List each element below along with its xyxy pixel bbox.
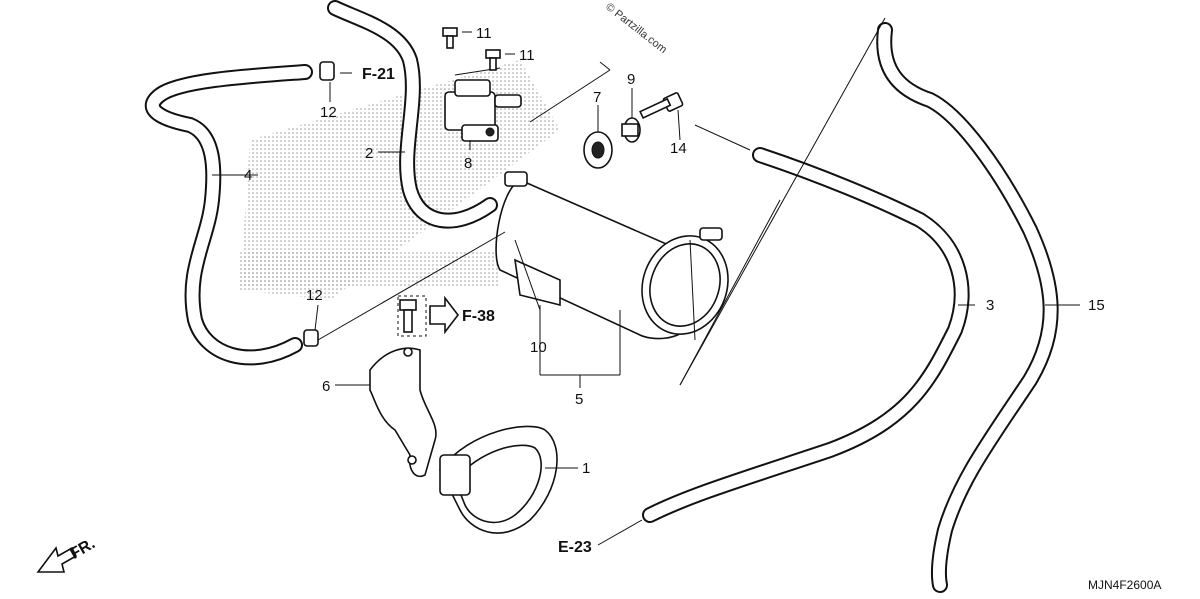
- bolt-11-lower[interactable]: [485, 49, 501, 71]
- callout-5[interactable]: 5: [575, 391, 583, 408]
- collar-9[interactable]: [621, 117, 641, 143]
- clamp-12-upper[interactable]: [319, 61, 335, 81]
- callout-10[interactable]: 10: [530, 339, 547, 356]
- front-arrow-icon: [36, 546, 78, 573]
- watermark-text: © Partzilla.com: [603, 1, 669, 56]
- ref-f21[interactable]: F-21: [362, 66, 395, 83]
- diagram-code: MJN4F2600A: [1088, 578, 1161, 592]
- hose-15[interactable]: [876, 22, 1059, 593]
- callout-11-upper[interactable]: 11: [476, 25, 492, 42]
- callout-12-lower[interactable]: 12: [306, 287, 323, 304]
- leader-lines: [212, 17, 1080, 546]
- canister-band-1[interactable]: [439, 425, 558, 534]
- grommet-7[interactable]: [583, 131, 613, 169]
- callout-11-lower[interactable]: 11: [519, 47, 535, 64]
- ref-e23[interactable]: E-23: [558, 539, 592, 556]
- callout-3[interactable]: 3: [986, 297, 994, 314]
- callout-2[interactable]: 2: [365, 145, 373, 162]
- bolt-11-upper[interactable]: [442, 27, 458, 49]
- bracket-6[interactable]: [369, 347, 437, 477]
- ref-f38[interactable]: F-38: [462, 308, 495, 325]
- callout-9[interactable]: 9: [627, 71, 635, 88]
- evap-canister[interactable]: [495, 171, 741, 346]
- callout-12-upper[interactable]: 12: [320, 104, 337, 121]
- callout-4[interactable]: 4: [244, 167, 252, 184]
- callout-1[interactable]: 1: [582, 460, 590, 477]
- clamp-12-lower[interactable]: [303, 329, 319, 347]
- callout-6[interactable]: 6: [322, 378, 330, 395]
- bolt-14[interactable]: [639, 92, 684, 120]
- hose-2[interactable]: [327, 0, 498, 229]
- hose-4[interactable]: [144, 64, 313, 366]
- f38-arrow-icon: [397, 295, 460, 337]
- purge-control-valve[interactable]: [444, 67, 522, 142]
- hose-3[interactable]: [642, 147, 970, 523]
- callout-8[interactable]: 8: [464, 155, 472, 172]
- callout-14[interactable]: 14: [670, 140, 687, 157]
- callout-15[interactable]: 15: [1088, 297, 1105, 314]
- callout-7[interactable]: 7: [593, 89, 601, 106]
- bracket-bolt[interactable]: [399, 299, 417, 333]
